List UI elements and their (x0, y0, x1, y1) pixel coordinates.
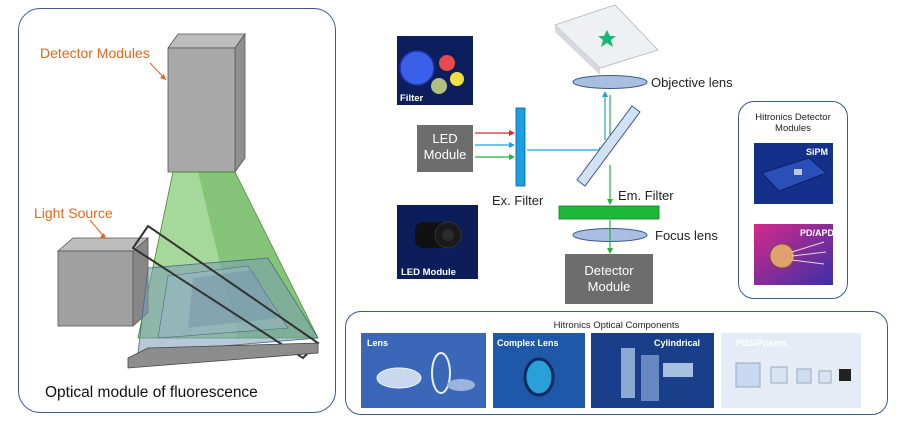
focus-lens-label: Focus lens (655, 228, 718, 243)
prisms-photo (721, 333, 861, 408)
cylindrical-photo (591, 333, 714, 408)
optics-item-prisms: PBS/Prisms (736, 338, 788, 348)
optics-item-cylindrical: Cylindrical (654, 338, 701, 348)
pdapd-photo (754, 224, 833, 285)
fluorescence-star (598, 30, 616, 47)
optical-components-panel (345, 311, 888, 415)
optical-path-diagram (397, 4, 660, 304)
em-filter-label: Em. Filter (618, 188, 674, 203)
led-module-photo-label: LED Module (401, 267, 456, 278)
ex-filter (515, 107, 526, 187)
detector-module-box (565, 254, 653, 304)
dichroic-mirror (576, 105, 641, 187)
objective-lens (572, 75, 648, 89)
em-filter (558, 205, 660, 220)
detector-module-box-label: Detector Module (584, 263, 634, 294)
optics-item-lens: Lens (367, 338, 389, 348)
lens-photo (361, 333, 486, 408)
detector-modules-label: Detector Modules (40, 45, 150, 61)
optical-module-illustration (56, 32, 320, 369)
complex-lens-photo (493, 333, 585, 408)
led-module-box (417, 125, 473, 172)
pdapd-label: PD/APD (800, 228, 835, 238)
detector-modules-panel (738, 101, 848, 299)
optical-module-panel (18, 8, 336, 413)
detector-modules-title: Hitronics Detector Modules (755, 112, 831, 134)
filter-photo-label: Filter (400, 93, 424, 104)
light-source-label: Light Source (34, 205, 113, 221)
sipm-photo (754, 143, 833, 204)
sipm-label: SiPM (806, 147, 829, 157)
optical-components-title: Hitronics Optical Components (553, 320, 680, 331)
led-module-box-label: LED Module (423, 131, 467, 162)
optical-module-caption: Optical module of fluorescence (45, 384, 258, 401)
objective-lens-label: Objective lens (651, 75, 733, 90)
optics-item-complex-lens: Complex Lens (497, 338, 559, 348)
ex-filter-label: Ex. Filter (492, 193, 544, 208)
